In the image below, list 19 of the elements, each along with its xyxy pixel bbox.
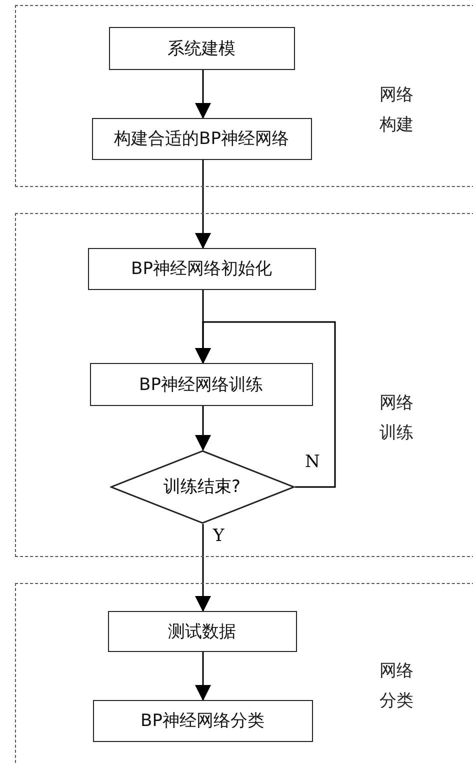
- arrow: [195, 160, 211, 249]
- arrow: [195, 652, 211, 701]
- arrow: [195, 321, 336, 488]
- dashed-group-box: [15, 5, 473, 187]
- process-box: 构建合适的BP神经网络: [92, 118, 312, 160]
- arrow: [195, 524, 211, 612]
- decision-diamond: 训练结束?: [110, 450, 294, 524]
- group-label: 网络训练: [380, 392, 414, 444]
- dashed-group-box: [15, 583, 473, 765]
- arrow: [195, 406, 211, 451]
- process-box: BP神经网络分类: [92, 700, 312, 742]
- arrow: [195, 70, 211, 119]
- dashed-group-box: [15, 213, 473, 557]
- process-box: BP神经网络初始化: [88, 248, 316, 290]
- group-label: 网络分类: [380, 660, 414, 712]
- group-label: 网络构建: [380, 84, 414, 136]
- process-box: BP神经网络训练: [90, 362, 312, 406]
- process-box: 系统建模: [108, 26, 294, 70]
- process-box: 测试数据: [108, 610, 296, 652]
